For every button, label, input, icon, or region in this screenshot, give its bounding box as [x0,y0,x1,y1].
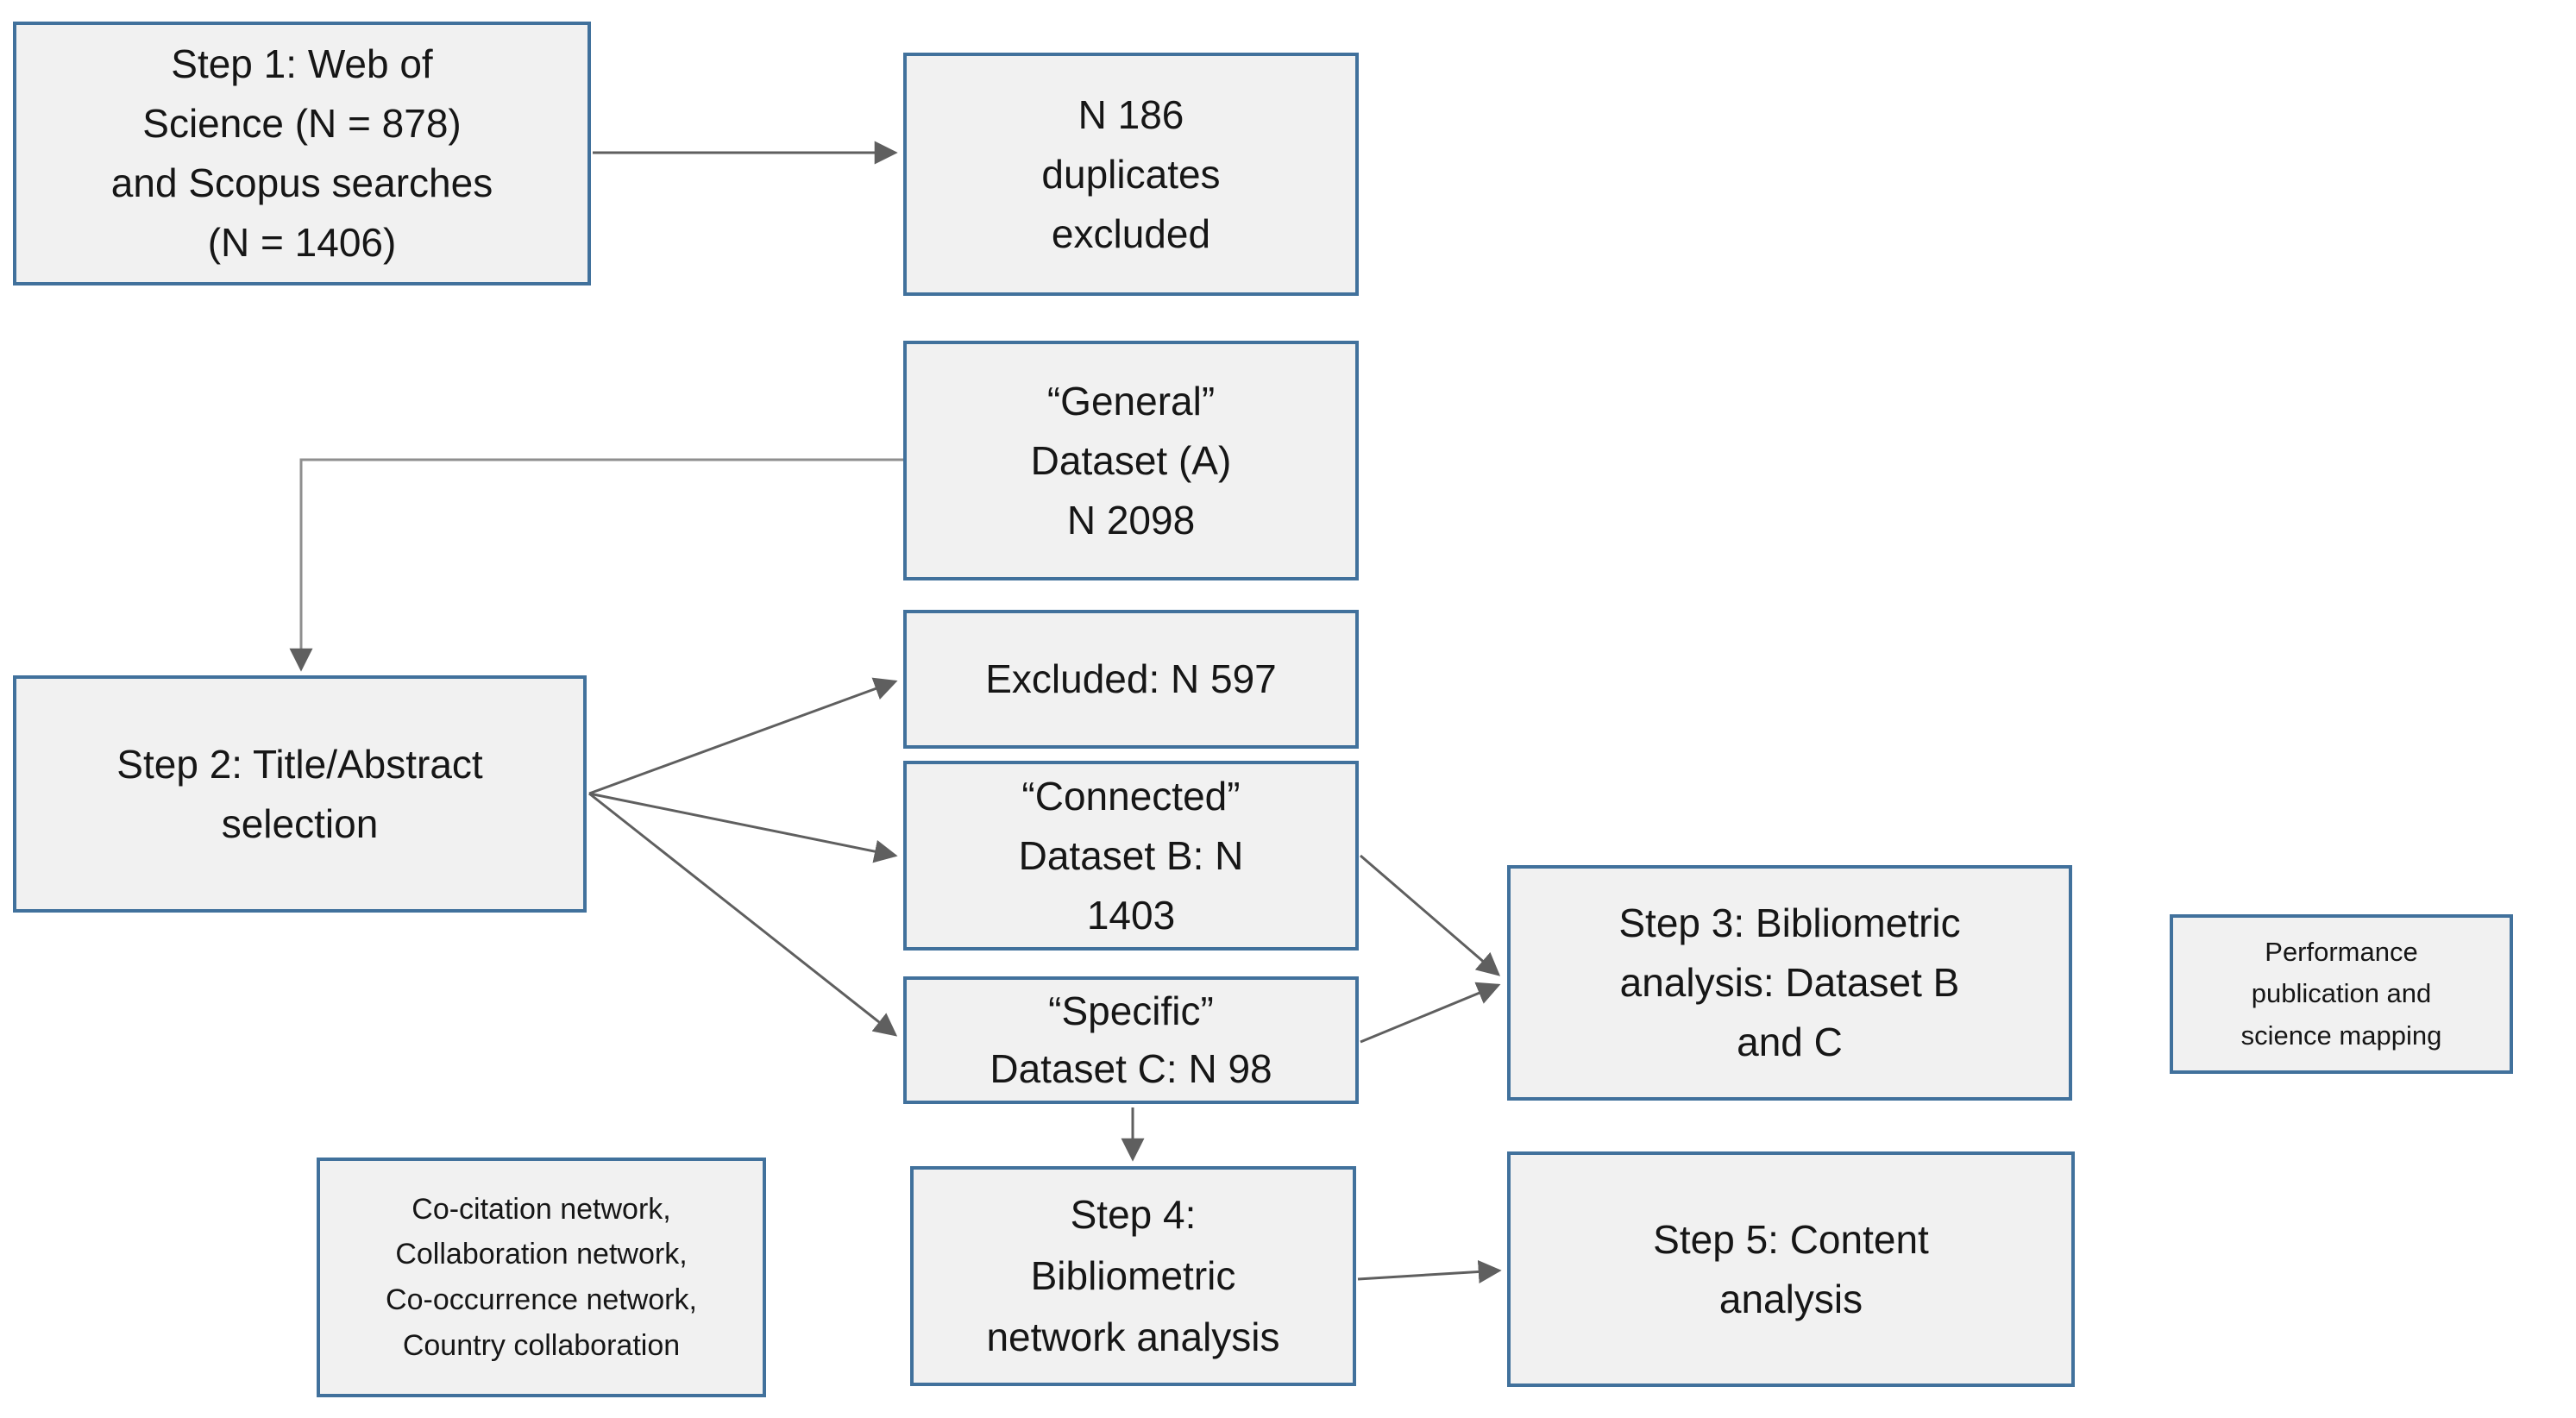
box-general-label: “General” Dataset (A) N 2098 [1030,378,1232,543]
box-step2-title-abstract-selection: Step 2: Title/Abstract selection [13,675,587,913]
box-general-dataset-a: “General” Dataset (A) N 2098 [903,341,1359,580]
box-duplicates-excluded: N 186 duplicates excluded [903,53,1359,296]
box-specific-dataset-c: “Specific” Dataset C: N 98 [903,976,1359,1104]
box-step5-label: Step 5: Content analysis [1653,1216,1929,1321]
box-specific-label: “Specific” Dataset C: N 98 [990,988,1272,1091]
box-step4-network-analysis: Step 4: Bibliometric network analysis [910,1166,1356,1386]
connector-connected-to-step3 [1360,854,1501,976]
box-excluded-n597: Excluded: N 597 [903,610,1359,749]
box-network-types-label: Co-citation network, Collaboration netwo… [386,1192,697,1362]
connector-step2-to-connected [588,792,898,863]
box-step4-label: Step 4: Bibliometric network analysis [986,1191,1280,1360]
box-performance-label: Performance publication and science mapp… [2240,937,2442,1051]
box-step2-label: Step 2: Title/Abstract selection [116,741,483,846]
connector-step2-to-specific [588,792,898,1037]
box-step1-label: Step 1: Web of Science (N = 878) and Sco… [110,41,493,265]
connector-general-to-step2 [289,458,903,672]
box-duplicates-label: N 186 duplicates excluded [1041,91,1221,256]
box-step1-searches: Step 1: Web of Science (N = 878) and Sco… [13,22,591,285]
box-connected-label: “Connected” Dataset B: N 1403 [1018,773,1244,938]
box-step3-label: Step 3: Bibliometric analysis: Dataset B… [1618,900,1961,1064]
connector-step2-to-excluded [588,677,898,795]
connector-step4-to-step5 [1357,1260,1502,1283]
box-step5-content-analysis: Step 5: Content analysis [1507,1151,2075,1387]
box-connected-dataset-b: “Connected” Dataset B: N 1403 [903,761,1359,951]
box-performance-mapping-note: Performance publication and science mapp… [2170,914,2513,1074]
box-network-types-note: Co-citation network, Collaboration netwo… [317,1158,766,1397]
connector-specific-to-step3 [1360,982,1501,1044]
box-excluded-label: Excluded: N 597 [985,656,1277,701]
box-step3-bibliometric-analysis: Step 3: Bibliometric analysis: Dataset B… [1507,865,2072,1101]
